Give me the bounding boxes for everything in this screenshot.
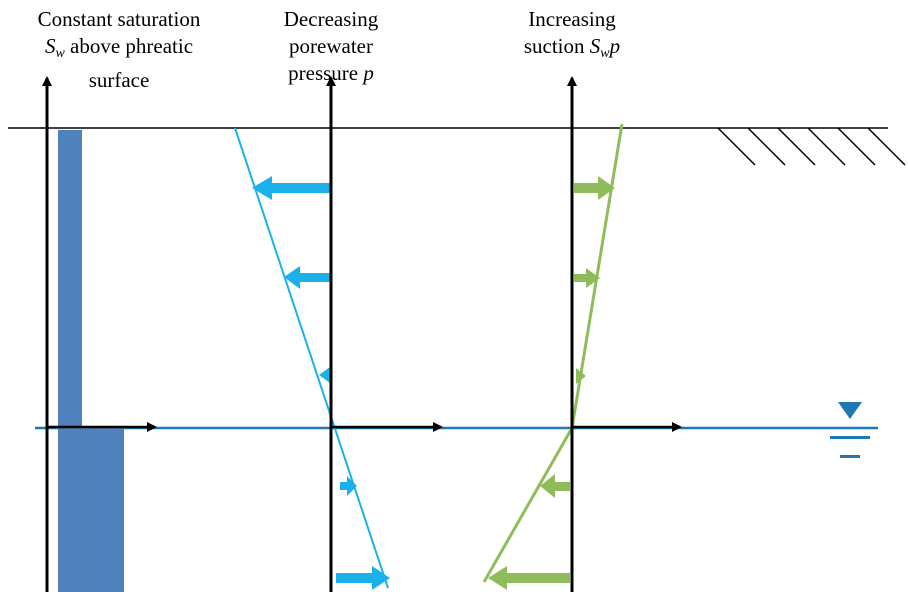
pressure-arrow-3 — [319, 367, 330, 383]
suction-arrow-2 — [574, 268, 600, 288]
suction-arrow-1 — [574, 176, 615, 200]
saturation-bar-below — [58, 428, 124, 592]
saturation-bar-above — [58, 130, 82, 428]
pressure-arrow-2 — [284, 266, 330, 289]
inverted-triangle-water-table-icon — [830, 402, 870, 458]
pressure-arrow-5 — [336, 566, 390, 590]
suction-label-line1: Increasing — [528, 7, 616, 31]
suction-arrows — [488, 176, 615, 590]
pressure-arrow-4 — [340, 476, 357, 496]
pressure-label-line3: pressure p — [288, 61, 374, 85]
suction-label: Increasing suction Swp — [482, 6, 662, 67]
pressure-label: Decreasing porewater pressure p — [245, 6, 417, 87]
pressure-label-line1: Decreasing — [283, 7, 379, 31]
suction-label-line2: suction Swp — [523, 34, 621, 61]
suction-arrow-4 — [540, 474, 570, 498]
pressure-arrows — [252, 176, 390, 590]
pressure-arrow-1 — [252, 176, 330, 200]
saturation-label: Constant saturation Sw above phreatic su… — [0, 6, 238, 94]
vertical-axes — [42, 76, 577, 592]
suction-arrow-5 — [488, 566, 570, 590]
ground-surface-hatch-icon — [717, 127, 906, 166]
suction-profile-line-lower — [482, 427, 574, 583]
saturation-label-line3: surface — [88, 68, 150, 92]
suction-arrow-3 — [576, 368, 586, 384]
saturation-label-line2: Sw above phreatic — [44, 34, 194, 61]
saturation-label-line1: Constant saturation — [37, 7, 201, 31]
pressure-label-line2: porewater — [289, 34, 373, 58]
pressure-profile-line — [234, 127, 389, 589]
